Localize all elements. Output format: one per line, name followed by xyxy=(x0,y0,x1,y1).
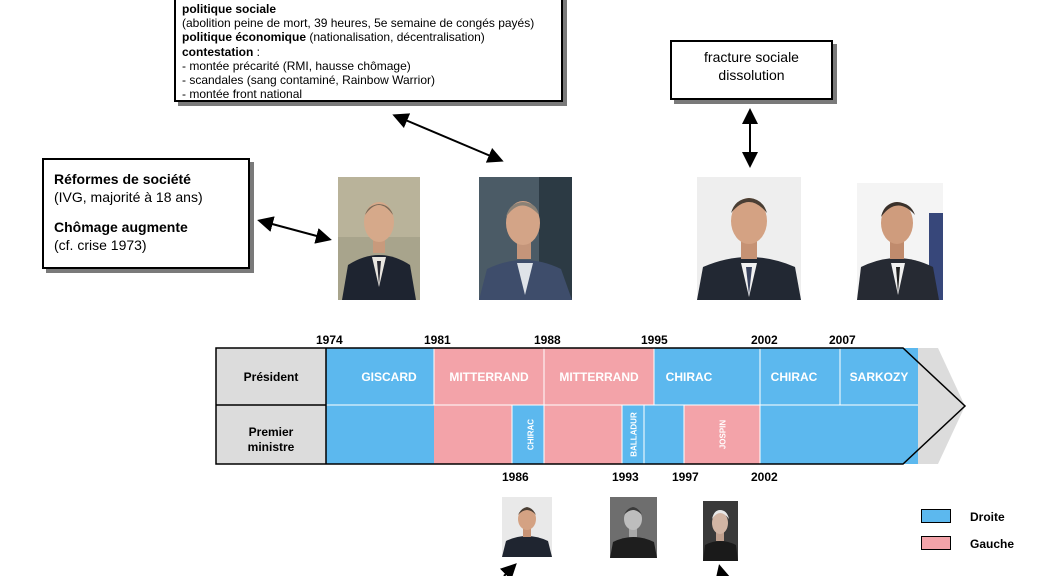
president-label-mitterrand-1: MITTERRAND xyxy=(449,370,529,384)
year-1974: 1974 xyxy=(316,333,343,347)
pm-seg-gauche-2 xyxy=(544,405,622,464)
pm-label-jospin: JOSPIN xyxy=(718,419,728,450)
president-label-mitterrand-2: MITTERRAND xyxy=(559,370,639,384)
contestation-item-scandals: - scandales (sang contaminé, Rainbow War… xyxy=(182,73,435,88)
chirac-annotation-box: fracture sociale dissolution xyxy=(670,40,833,100)
arrow-mitterrand xyxy=(392,113,504,163)
row-label-president: Président xyxy=(243,370,299,384)
president-label-sarkozy: SARKOZY xyxy=(849,370,909,384)
balladur-portrait xyxy=(610,497,657,558)
year-1993: 1993 xyxy=(612,470,639,484)
arrow-jospin xyxy=(715,564,731,576)
year-1995: 1995 xyxy=(641,333,668,347)
sarkozy-portrait xyxy=(857,183,943,300)
year-2002-bottom: 2002 xyxy=(751,470,778,484)
year-1981: 1981 xyxy=(424,333,451,347)
mitterrand-portrait xyxy=(479,177,572,300)
legend-swatch-gauche xyxy=(921,536,951,550)
arrow-chirac-pm xyxy=(499,563,517,576)
chirac-portrait xyxy=(697,177,801,300)
legend-label-droite: Droite xyxy=(970,510,1005,524)
pm-seg-giscard xyxy=(326,405,434,464)
economic-policy-text: (nationalisation, décentralisation) xyxy=(306,30,485,45)
year-2007: 2007 xyxy=(829,333,856,347)
president-label-giscard: GISCARD xyxy=(361,370,417,384)
contestation-item-front-national: - montée front national xyxy=(182,87,303,102)
giscard-title-reforms: Réformes de société xyxy=(54,171,191,187)
contestation-heading: contestation xyxy=(182,44,254,59)
timeline-outline xyxy=(215,347,967,465)
pm-seg-droite-2 xyxy=(760,405,918,464)
social-policy-text: (abolition peine de mort, 39 heures, 5e … xyxy=(182,16,535,31)
giscard-text-reforms: (IVG, majorité à 18 ans) xyxy=(54,189,203,205)
pm-label-balladur: BALLADUR xyxy=(629,412,639,457)
chirac-note-1: fracture sociale xyxy=(704,49,799,65)
president-label-chirac-2: CHIRAC xyxy=(770,370,818,384)
year-1997: 1997 xyxy=(672,470,699,484)
legend-swatch-droite xyxy=(921,509,951,523)
pm-label-chirac: CHIRAC xyxy=(526,418,536,451)
pm-seg-gauche-1 xyxy=(434,405,512,464)
president-label-chirac-1: CHIRAC xyxy=(665,370,713,384)
social-policy-heading: politique sociale xyxy=(182,2,277,16)
row-label-premier-ministre: Premier ministre xyxy=(216,425,326,455)
pm-seg-droite-1 xyxy=(644,405,684,464)
mitterrand-annotation-box: politique sociale (abolition peine de mo… xyxy=(174,0,563,102)
contestation-colon: : xyxy=(253,44,261,59)
giscard-portrait xyxy=(338,177,420,300)
economic-policy-heading: politique économique xyxy=(182,30,307,45)
year-1988: 1988 xyxy=(534,333,561,347)
year-2002-top: 2002 xyxy=(751,333,778,347)
arrow-giscard xyxy=(257,216,332,244)
year-1986: 1986 xyxy=(502,470,529,484)
chirac-pm-portrait xyxy=(502,497,552,557)
giscard-title-unemployment: Chômage augmente xyxy=(54,219,188,235)
pm-label-text: Premier ministre xyxy=(247,425,295,454)
jospin-portrait xyxy=(703,501,738,561)
chirac-note-2: dissolution xyxy=(718,67,785,83)
contestation-item-precarity: - montée précarité (RMI, hausse chômage) xyxy=(182,58,411,73)
giscard-text-unemployment: (cf. crise 1973) xyxy=(54,237,147,253)
legend-label-gauche: Gauche xyxy=(970,537,1015,551)
giscard-annotation-box: Réformes de société (IVG, majorité à 18 … xyxy=(42,158,250,269)
timeline-arrow-tip xyxy=(918,348,965,464)
